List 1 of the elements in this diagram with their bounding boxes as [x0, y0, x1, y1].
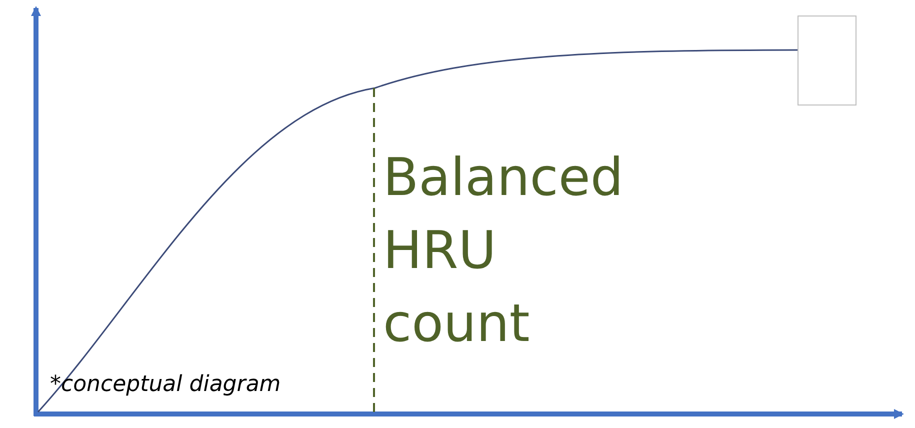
- annotation-text: Balanced HRU count: [383, 147, 624, 356]
